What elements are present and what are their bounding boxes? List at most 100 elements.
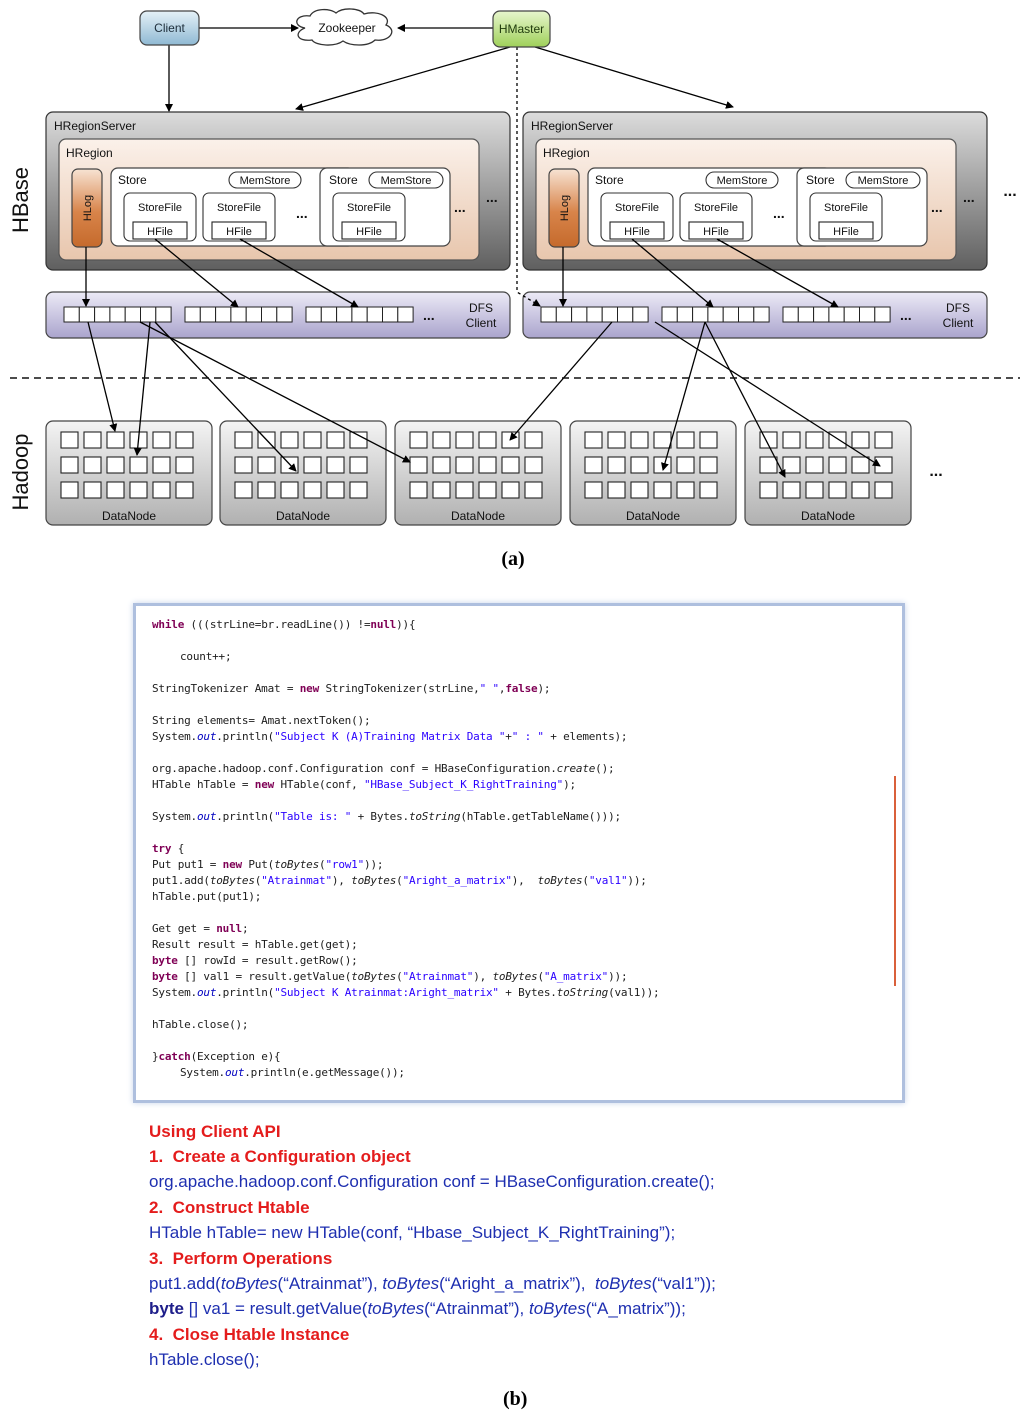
step-2-heading: 2. Construct Htable bbox=[149, 1198, 310, 1217]
datanode-2: DataNode bbox=[219, 420, 387, 526]
hfile-label: HFile bbox=[624, 226, 650, 238]
arrow-dfs-datanode-4 bbox=[139, 321, 411, 463]
ellipsis-regions: ... bbox=[963, 189, 975, 205]
code-line: StringTokenizer Amat = new StringTokeniz… bbox=[152, 682, 551, 695]
storefile-2-label: StoreFile bbox=[694, 202, 738, 214]
storefile-1-label: StoreFile bbox=[615, 202, 659, 214]
code-screenshot-panel: while (((strLine=br.readLine()) !=null))… bbox=[133, 603, 905, 1103]
ellipsis-regions: ... bbox=[486, 189, 498, 205]
explanation-heading: Using Client API bbox=[149, 1122, 281, 1141]
dfs-client-label: DFS bbox=[469, 301, 493, 315]
arrow-hfile-dfs-2a bbox=[631, 238, 714, 308]
datanode-label: DataNode bbox=[102, 509, 156, 523]
storefile-2-label: StoreFile bbox=[217, 202, 261, 214]
dfs-block-group-1 bbox=[63, 306, 172, 323]
arrow-dfs-datanode-5 bbox=[509, 321, 613, 441]
code-line: System.out.println(e.getMessage()); bbox=[180, 1066, 405, 1079]
arrow-hfile-dfs-2b bbox=[716, 238, 839, 308]
storefile-1-label: StoreFile bbox=[138, 202, 182, 214]
ellipsis-blocks: ... bbox=[423, 307, 435, 323]
hlog-label: HLog bbox=[82, 195, 94, 221]
store-label: Store bbox=[595, 173, 624, 187]
hfile-label: HFile bbox=[356, 226, 382, 238]
code-line: Result result = hTable.get(get); bbox=[152, 938, 358, 951]
step-4-heading: 4. Close Htable Instance bbox=[149, 1325, 350, 1344]
hlog-box bbox=[71, 168, 103, 248]
arrow-hfile-dfs-1a bbox=[154, 238, 239, 308]
memstore-label: MemStore bbox=[240, 175, 291, 187]
hfile-label: HFile bbox=[226, 226, 252, 238]
hregion-label: HRegion bbox=[543, 146, 590, 160]
storefile-label: StoreFile bbox=[347, 202, 391, 214]
dfs-block-group-3 bbox=[782, 306, 891, 323]
arrow-dfs-datanode-8 bbox=[654, 321, 881, 467]
datanode-label: DataNode bbox=[801, 509, 855, 523]
dfs-block-group-1 bbox=[540, 306, 649, 323]
code-line: String elements= Amat.nextToken(); bbox=[152, 714, 371, 727]
editor-scroll-marker bbox=[894, 776, 896, 986]
datanode-1: DataNode bbox=[45, 420, 213, 526]
arrow-dfs-datanode-1 bbox=[87, 321, 118, 432]
code-line: Get get = null; bbox=[152, 922, 249, 935]
code-line: HTable hTable = new HTable(conf, "HBase_… bbox=[152, 778, 576, 791]
dfs-client-label: DFS bbox=[946, 301, 970, 315]
code-line: while (((strLine=br.readLine()) !=null))… bbox=[152, 618, 416, 631]
region-server-label: HRegionServer bbox=[54, 119, 136, 133]
store-2: Store MemStoreStoreFileHFile... bbox=[319, 167, 466, 247]
datanode-5: DataNode bbox=[744, 420, 912, 526]
ellipsis-blocks: ... bbox=[900, 307, 912, 323]
arrow-hmaster-regionserver-2 bbox=[534, 46, 734, 109]
ellipsis-storefiles: ... bbox=[296, 205, 308, 221]
store-label: Store bbox=[118, 173, 147, 187]
code-line: System.out.println("Subject K Atrainmat:… bbox=[152, 986, 660, 999]
memstore-label: MemStore bbox=[381, 175, 432, 187]
code-line: byte [] val1 = result.getValue(toBytes("… bbox=[152, 970, 628, 983]
code-line: hTable.put(put1); bbox=[152, 890, 262, 903]
ellipsis-stores: ... bbox=[454, 199, 466, 215]
zookeeper-label: Zookeeper bbox=[318, 21, 375, 35]
step-1-heading: 1. Create a Configuration object bbox=[149, 1147, 411, 1166]
store-label: Store bbox=[329, 173, 358, 187]
arrow-dfs-datanode-6 bbox=[661, 321, 706, 471]
caption-b: (b) bbox=[503, 1388, 528, 1410]
datanode-3: DataNode bbox=[394, 420, 562, 526]
hregion-label: HRegion bbox=[66, 146, 113, 160]
code-line: Put put1 = new Put(toBytes("row1")); bbox=[152, 858, 384, 871]
datanode-label: DataNode bbox=[626, 509, 680, 523]
code-line: hTable.close(); bbox=[152, 1018, 249, 1031]
dfs-client-label-2: Client bbox=[466, 316, 497, 330]
ellipsis-stores: ... bbox=[931, 199, 943, 215]
hlog-box bbox=[548, 168, 580, 248]
hmaster-label: HMaster bbox=[499, 22, 544, 36]
step-2-code: HTable hTable= new HTable(conf, “Hbase_S… bbox=[149, 1223, 676, 1242]
dfs-block-group-2 bbox=[184, 306, 293, 323]
datanode-label: DataNode bbox=[451, 509, 505, 523]
code-line: System.out.println("Table is: " + Bytes.… bbox=[152, 810, 621, 823]
memstore-label: MemStore bbox=[717, 175, 768, 187]
dfs-block-group-3 bbox=[305, 306, 414, 323]
code-line: }catch(Exception e){ bbox=[152, 1050, 281, 1063]
arrow-hmaster-regionserver-1 bbox=[295, 46, 511, 111]
arrow-hfile-dfs-1b bbox=[239, 238, 359, 308]
datanode-label: DataNode bbox=[276, 509, 330, 523]
ellipsis-storefiles: ... bbox=[773, 205, 785, 221]
hmaster-node: HMaster bbox=[492, 10, 551, 48]
hadoop-layer-label: Hadoop bbox=[8, 433, 33, 510]
arrow-dfs-datanode-3 bbox=[154, 321, 297, 472]
client-label: Client bbox=[154, 21, 185, 35]
dfs-client-label-2: Client bbox=[943, 316, 974, 330]
memstore-label: MemStore bbox=[858, 175, 909, 187]
hlog-label: HLog bbox=[559, 195, 571, 221]
step-1-code: org.apache.hadoop.conf.Configuration con… bbox=[149, 1172, 715, 1191]
code-line: System.out.println("Subject K (A)Trainin… bbox=[152, 730, 628, 743]
dfs-block-group-2 bbox=[661, 306, 770, 323]
region-server-label: HRegionServer bbox=[531, 119, 613, 133]
datanode-4: DataNode bbox=[569, 420, 737, 526]
